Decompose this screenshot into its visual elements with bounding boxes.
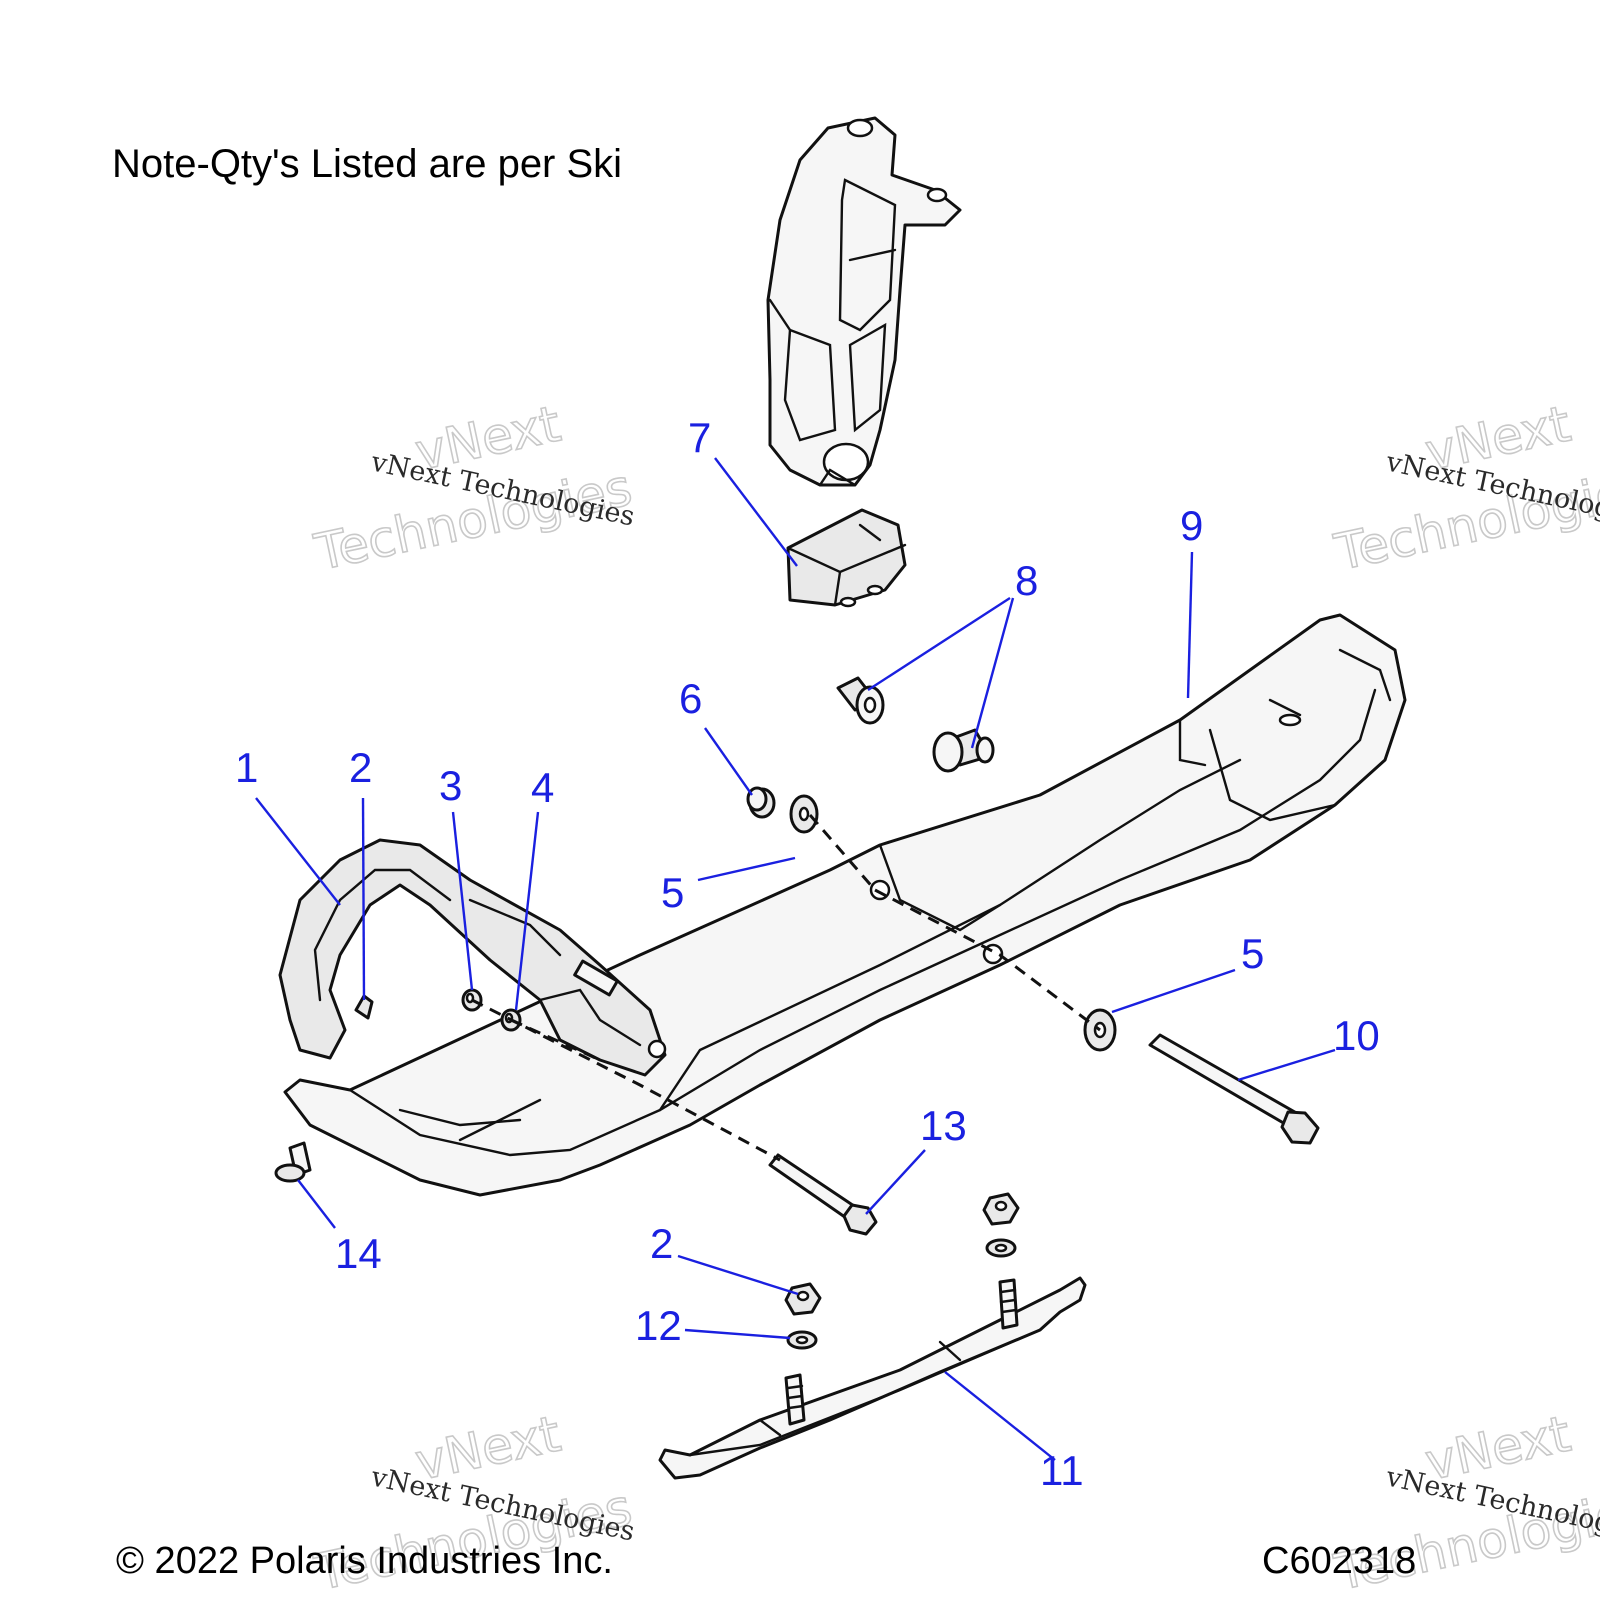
- watermark-top-right: vNext Technologies vNext Technologies: [1329, 394, 1600, 583]
- leader-lines: [255, 457, 1336, 1461]
- callout-5-upper: 5: [661, 869, 684, 916]
- callout-10: 10: [1333, 1012, 1380, 1059]
- axis-lines: [471, 814, 1101, 1162]
- callout-9: 9: [1180, 502, 1203, 549]
- callout-2: 2: [349, 744, 372, 791]
- callout-3: 3: [439, 762, 462, 809]
- runner-item-11: [658, 1276, 1087, 1480]
- quantity-note: Note-Qty's Listed are per Ski: [112, 142, 623, 186]
- callout-12: 12: [635, 1302, 682, 1349]
- callout-6: 6: [679, 675, 702, 722]
- copyright-text: © 2022 Polaris Industries Inc.: [116, 1540, 613, 1582]
- callout-11: 11: [1040, 1447, 1084, 1494]
- washer-item-5-upper: [789, 794, 819, 834]
- bushing-lower: [932, 728, 995, 773]
- ski-body-part: [283, 613, 1407, 1197]
- spindle-part: [766, 116, 962, 487]
- drawing-id: C602318: [1262, 1540, 1417, 1582]
- washer-item-12: [786, 1330, 818, 1350]
- watermark-top-left: vNext Technologies vNext Technologies: [309, 394, 638, 583]
- nut-item-6: [746, 786, 776, 819]
- callout-4: 4: [531, 764, 554, 811]
- callout-13: 13: [920, 1102, 967, 1149]
- stud-item-14: [274, 1141, 312, 1183]
- callout-7: 7: [688, 414, 711, 461]
- washer-runner-rear: [985, 1238, 1017, 1258]
- callout-1: 1: [235, 744, 258, 791]
- bolt-item-13: [768, 1153, 878, 1236]
- ski-handle-part: [278, 838, 667, 1077]
- callout-2-lower: 2: [650, 1220, 673, 1267]
- insert-item-2: [354, 994, 374, 1020]
- callout-8: 8: [1015, 557, 1038, 604]
- callout-14: 14: [335, 1230, 382, 1277]
- wear-pad-part: [786, 508, 907, 608]
- bolt-item-10: [1148, 1033, 1320, 1145]
- nut-item-2-lower: [784, 1282, 822, 1316]
- callout-5-lower: 5: [1241, 930, 1264, 977]
- bushing-upper: [836, 676, 885, 725]
- nut-runner-rear: [982, 1192, 1020, 1226]
- callout-labels: 1 2 3 4 5 5 6 7 8 9 10 11 12 13 14 2: [235, 414, 1380, 1494]
